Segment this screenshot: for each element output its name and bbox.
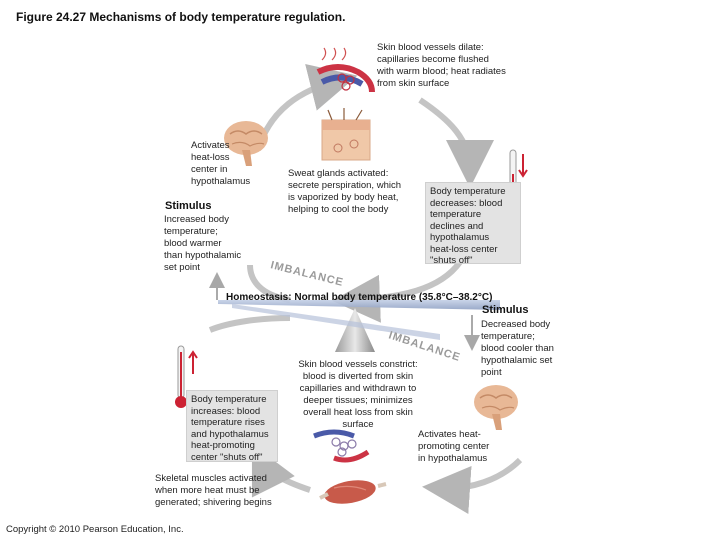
text-line: hypothalamic set [481, 355, 553, 366]
seesaw-fulcrum [335, 308, 375, 352]
text-line: heat-loss [191, 152, 230, 163]
text-line: Body temperature [430, 186, 506, 197]
text-line: is vaporized by body heat, [288, 192, 399, 203]
text-line: promoting center [418, 441, 490, 452]
text-line: capillaries become flushed [377, 54, 489, 65]
text-line: temperature; [481, 331, 535, 342]
text-line: Increased body [164, 214, 229, 225]
text-line: heat-loss center [430, 243, 498, 255]
loop-arrow-bottom-left [251, 443, 311, 498]
capillary-constricted-icon [313, 429, 370, 463]
text-line: Activates [191, 140, 230, 151]
text-line: temperature; [164, 226, 218, 237]
text-line: Skeletal muscles activated [155, 473, 267, 484]
brain-icon [474, 385, 518, 430]
seesaw-bar [218, 300, 500, 310]
text-line: temperature [430, 209, 482, 220]
loop-arrow-left-bottom-up [208, 315, 291, 333]
loop-arrow-bottom-right [422, 457, 523, 514]
figure-title: Figure 24.27 Mechanisms of body temperat… [16, 10, 346, 24]
sweat-glands-text: Sweat glands activated:secrete perspirat… [288, 168, 401, 216]
text-line: from skin surface [377, 78, 450, 89]
text-line: Decreased body [481, 319, 551, 330]
text-line: helping to cool the body [288, 204, 389, 215]
text-line: center in [191, 164, 228, 175]
text-line: Sweat glands activated: [288, 168, 389, 179]
text-line: Activates heat- [418, 429, 481, 440]
text-line: heat-promoting [191, 440, 255, 451]
loop-arrow-left-up [247, 264, 291, 303]
text-line: hypothalamus [430, 232, 490, 243]
text-line: point [481, 367, 502, 378]
text-line: temperature rises [191, 417, 265, 428]
text-line: with warm blood; heat radiates [377, 66, 506, 77]
text-line: overall heat loss from skin [303, 407, 413, 418]
text-line: Skin blood vessels constrict: [298, 359, 418, 370]
loop-arrow-top-right [418, 97, 494, 188]
text-line: generated; shivering begins [155, 497, 272, 508]
text-line: Skin blood vessels dilate: [377, 42, 484, 53]
thermometer-up-icon [175, 345, 198, 408]
seesaw-bar-shadow [232, 304, 440, 340]
text-line: increases: blood [191, 405, 261, 417]
text-line: blood warmer [164, 238, 222, 249]
constrict-text: Skin blood vessels constrict:blood is di… [288, 359, 428, 431]
text-line: deeper tissues; minimizes [303, 395, 413, 406]
text-line: surface [342, 419, 374, 430]
text-line: capillaries and withdrawn to [299, 383, 417, 394]
imbalance-label-top: IMBALANCE [269, 259, 345, 289]
capillary-dilated-icon [316, 47, 375, 93]
copyright: Copyright © 2010 Pearson Education, Inc. [6, 524, 184, 535]
sweat-gland-icon [321, 108, 371, 161]
stimulus-label-top: Stimulus [165, 200, 212, 212]
text-line: decreases: blood [430, 197, 503, 209]
text-line: Body temperature [191, 394, 267, 405]
text-line: set point [164, 262, 200, 273]
text-line: hypothalamus [191, 176, 251, 187]
text-line: "shuts off" [430, 255, 473, 266]
homeostasis-label: Homeostasis: Normal body temperature (35… [226, 292, 493, 303]
text-line: blood is diverted from skin [302, 371, 414, 382]
text-line: blood cooler than [481, 343, 554, 354]
brain-icon [224, 121, 268, 166]
text-line: when more heat must be [155, 485, 260, 496]
text-line: declines and [430, 220, 484, 232]
text-line: and hypothalamus [191, 428, 269, 440]
text-line: center "shuts off" [191, 451, 263, 463]
skeletal-muscle-icon [319, 480, 387, 504]
loop-arrow-right-down [332, 260, 463, 323]
text-line: secrete perspiration, which [288, 180, 401, 191]
skin-dilate-text: Skin blood vessels dilate:capillaries be… [377, 42, 506, 90]
text-line: in hypothalamus [418, 453, 488, 464]
text-line: than hypothalamic [164, 250, 242, 261]
stimulus-label-bottom: Stimulus [482, 304, 529, 316]
